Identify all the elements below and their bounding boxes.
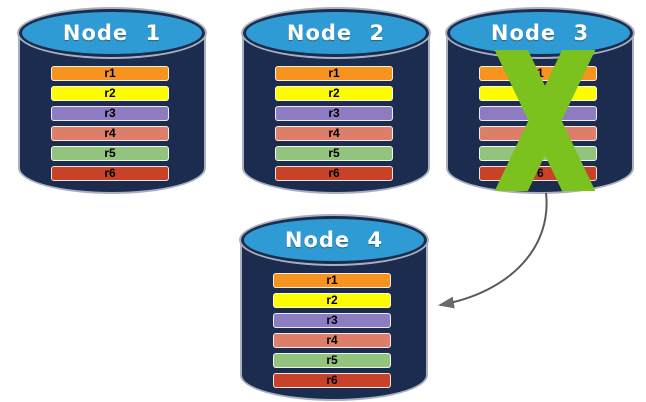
record-bar-r4: r4: [51, 126, 169, 141]
record-bar-r6: r6: [275, 166, 393, 181]
record-bar-r2: r2: [275, 86, 393, 101]
record-bar-r4: r4: [275, 126, 393, 141]
record-bar-r2: r2: [51, 86, 169, 101]
record-list: r1 r2 r3 r4 r5 r6: [275, 66, 393, 186]
record-bar-r1: r1: [273, 273, 391, 288]
cylinder-top: Node 4: [241, 216, 427, 264]
record-bar-r3: r3: [51, 106, 169, 121]
record-bar-r5: r5: [51, 146, 169, 161]
record-bar-r5: r5: [273, 353, 391, 368]
x-stroke: [494, 50, 596, 191]
cylinder-top: Node 2: [243, 9, 429, 57]
record-bar-r6: r6: [51, 166, 169, 181]
node-1-cylinder: Node 1 r1 r2 r3 r4 r5 r6: [18, 8, 206, 194]
record-bar-r6: r6: [273, 373, 391, 388]
arrow-curve: [438, 192, 548, 309]
node-4-cylinder: Node 4 r1 r2 r3 r4 r5 r6: [240, 215, 428, 401]
record-bar-r3: r3: [275, 106, 393, 121]
record-bar-r3: r3: [273, 313, 391, 328]
node-2-cylinder: Node 2 r1 r2 r3 r4 r5 r6: [242, 8, 430, 194]
cylinder-top: Node 1: [19, 9, 205, 57]
node-title: Node 2: [286, 21, 386, 45]
node-title: Node 4: [284, 228, 384, 252]
record-bar-r2: r2: [273, 293, 391, 308]
failure-x-icon: [494, 50, 596, 191]
record-list: r1 r2 r3 r4 r5 r6: [273, 273, 391, 393]
cylinder-top: Node 3: [447, 9, 633, 57]
record-bar-r1: r1: [275, 66, 393, 81]
record-bar-r4: r4: [273, 333, 391, 348]
record-bar-r1: r1: [51, 66, 169, 81]
record-bar-r5: r5: [275, 146, 393, 161]
node-title: Node 3: [490, 21, 590, 45]
node-title: Node 1: [62, 21, 162, 45]
record-list: r1 r2 r3 r4 r5 r6: [51, 66, 169, 186]
